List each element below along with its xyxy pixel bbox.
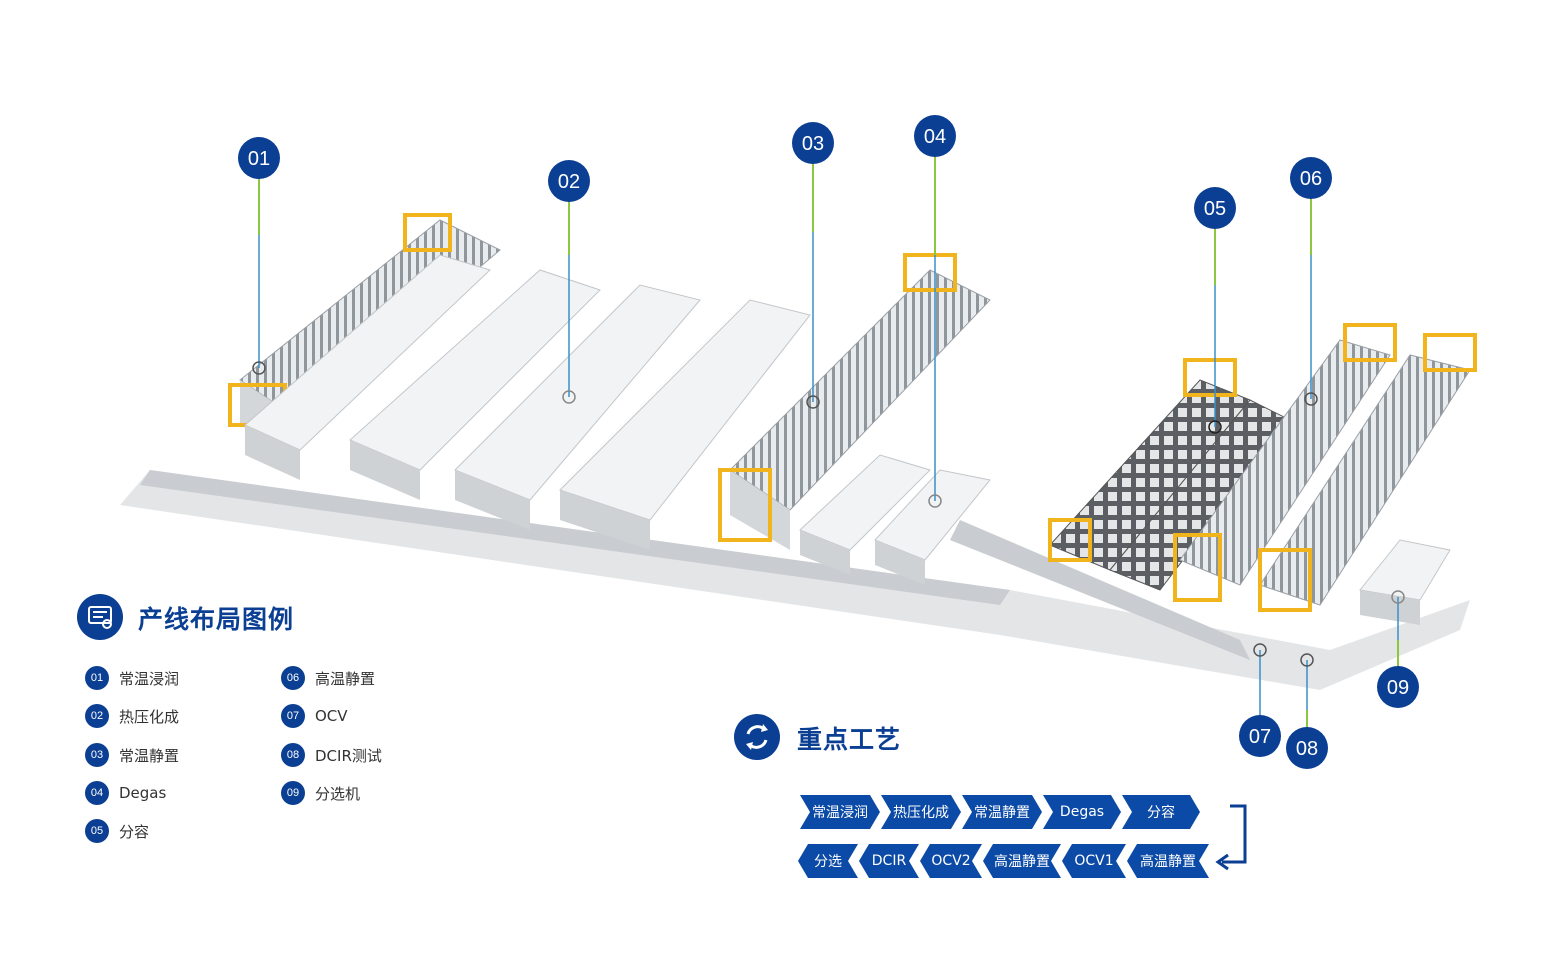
legend-item: 09 分选机 [281,780,360,806]
legend-title: 产线布局图例 [138,605,295,634]
legend-label: 常温静置 [119,746,180,765]
svg-text:04: 04 [924,126,946,148]
station-05-grading [1048,358,1291,591]
legend-badge: 01 [85,666,109,690]
svg-text:08: 08 [1296,738,1318,760]
process-step: 高温静置 [1127,844,1209,878]
legend-badge: 03 [85,743,109,767]
legend-label: 分容 [119,822,150,841]
legend-label: Degas [119,784,167,802]
legend-badge: 02 [85,704,109,728]
process-cycle-icon [734,714,780,760]
marker-01: 01 [238,137,280,179]
legend-label: 高温静置 [315,669,376,688]
legend-item: 02 热压化成 [85,703,179,729]
leader-endpoints [252,361,1405,667]
station-02-blocks [244,254,811,550]
marker-08: 08 [1286,727,1328,769]
svg-text:07: 07 [1249,726,1271,748]
legend-badge: 05 [85,819,109,843]
legend-label: DCIR测试 [315,746,382,765]
station-09-sorter [1359,539,1451,625]
legend-badge: 08 [281,743,305,767]
marker-04: 04 [914,115,956,157]
process-step: DCIR [859,844,919,878]
svg-text:05: 05 [1204,198,1226,220]
legend-icon [77,594,123,640]
process-step: 分选 [798,844,858,878]
station-03-rack [718,253,991,550]
legend-item: 01 常温浸润 [85,665,179,691]
process-step: 常温浸润 [800,795,880,829]
legend-badge: 04 [85,781,109,805]
station-06-racks [1173,323,1477,612]
legend-badge: 07 [281,704,305,728]
legend-item: 07 OCV [281,703,348,729]
svg-text:06: 06 [1300,168,1322,190]
legend-item: 05 分容 [85,818,149,844]
process-step: 分容 [1122,795,1200,829]
process-step: OCV1 [1062,844,1126,878]
legend-item: 03 常温静置 [85,742,179,768]
floor-base [120,470,1470,690]
leader-lines [258,156,1399,731]
legend-label: 分选机 [315,784,361,803]
process-title: 重点工艺 [797,725,902,754]
svg-text:09: 09 [1387,677,1409,699]
legend-item: 04 Degas [85,780,166,806]
marker-05: 05 [1194,187,1236,229]
marker-06: 06 [1290,157,1332,199]
legend-badge: 09 [281,781,305,805]
legend-item: 08 DCIR测试 [281,742,382,768]
process-return-arrow [1215,804,1247,871]
marker-07: 07 [1239,715,1281,757]
svg-text:02: 02 [558,171,580,193]
process-step: OCV2 [920,844,982,878]
svg-text:03: 03 [802,133,824,155]
legend-item: 06 高温静置 [281,665,375,691]
svg-text:01: 01 [248,148,270,170]
legend-badge: 06 [281,666,305,690]
process-step: 常温静置 [962,795,1042,829]
marker-09: 09 [1377,666,1419,708]
station-04-degas [799,454,991,585]
process-step: 热压化成 [881,795,961,829]
legend-label: OCV [315,707,348,725]
process-step: 高温静置 [983,844,1061,878]
marker-02: 02 [548,160,590,202]
legend-label: 热压化成 [119,707,180,726]
marker-03: 03 [792,122,834,164]
process-step: Degas [1043,795,1121,829]
legend-label: 常温浸润 [119,669,180,688]
